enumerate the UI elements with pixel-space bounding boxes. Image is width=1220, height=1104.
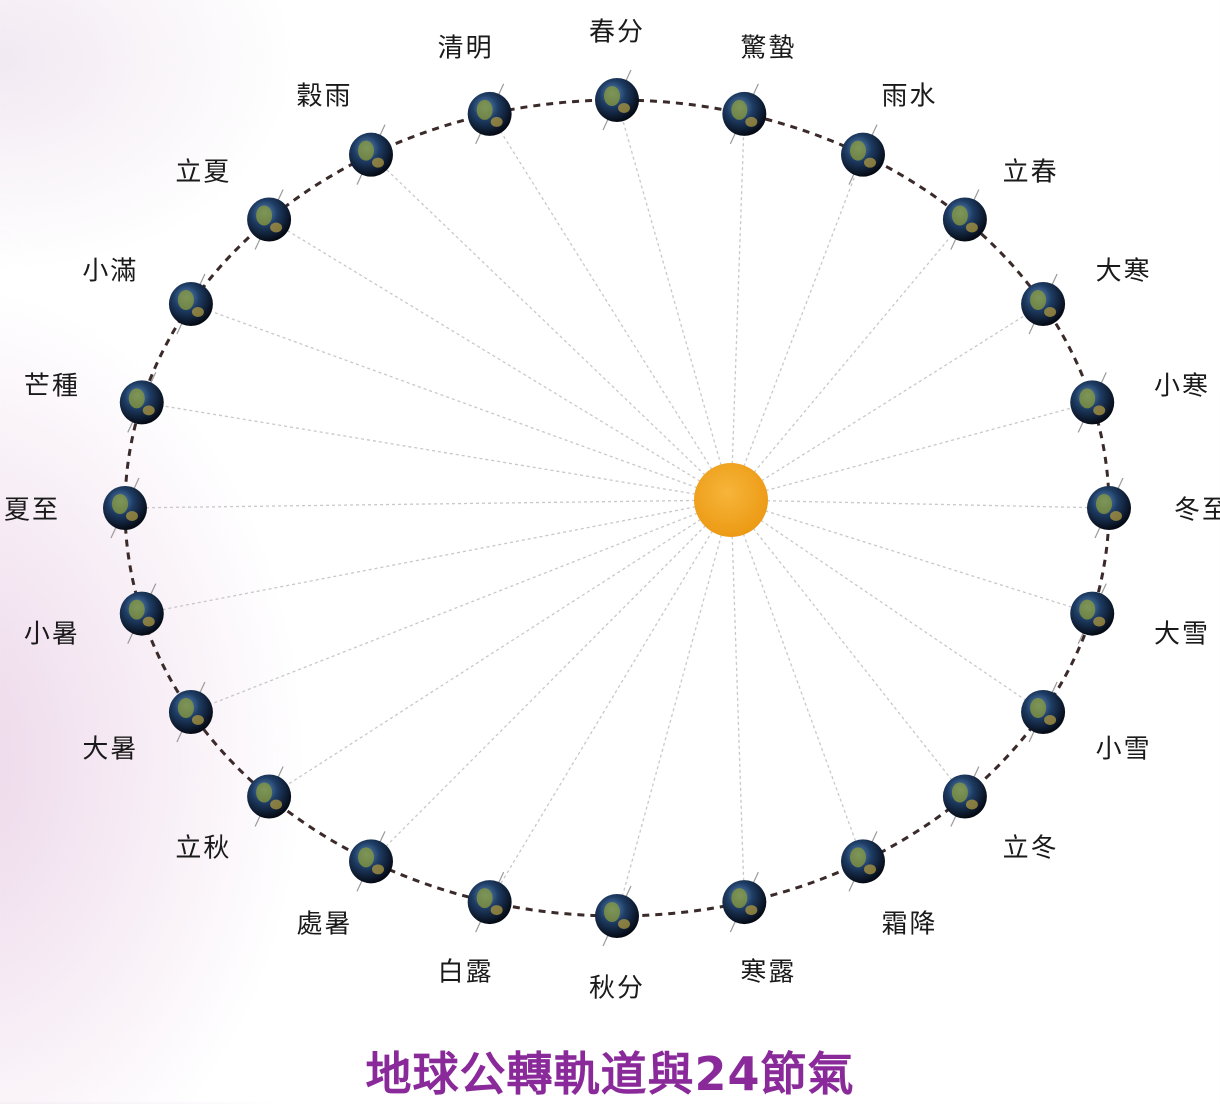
earth-icon	[467, 871, 512, 933]
earth-icon	[942, 189, 987, 250]
earth-positions	[103, 69, 1131, 947]
earth-icon	[722, 83, 767, 145]
sun-ray	[141, 499, 732, 615]
solar-term-label: 小滿	[82, 256, 139, 287]
earth-icon	[595, 69, 639, 131]
earth-icon	[168, 681, 213, 743]
diagram-caption: 地球公轉軌道與24節氣	[365, 1047, 855, 1101]
sun-ray	[190, 499, 732, 713]
earth-icon	[1087, 477, 1131, 539]
solar-term-label: 小寒	[1154, 371, 1211, 402]
earth-icon	[1021, 681, 1066, 743]
solar-term-label: 春分	[588, 17, 646, 48]
earth-icon	[119, 372, 164, 433]
sun-ray	[730, 499, 1044, 713]
sun-ray	[730, 154, 864, 501]
sun-ray	[268, 218, 732, 501]
earth-icon	[1070, 583, 1115, 644]
sun-ray	[489, 113, 732, 501]
sun-ray	[730, 499, 1093, 615]
earth-icon	[595, 885, 639, 947]
solar-term-label: 立春	[1002, 157, 1059, 188]
solar-term-label: 驚蟄	[740, 33, 797, 64]
earth-icon	[722, 871, 767, 933]
solar-term-label: 夏至	[3, 495, 61, 526]
sun-ray	[730, 219, 966, 501]
solar-term-label: 立秋	[175, 833, 232, 864]
sun-ray	[141, 401, 732, 501]
earth-icon	[1070, 372, 1115, 433]
solar-term-label: 白露	[437, 957, 494, 988]
solar-term-label: 處暑	[296, 909, 353, 940]
sun-ray	[730, 401, 1093, 501]
sun-ray	[370, 154, 732, 501]
earth-icon	[467, 83, 512, 145]
earth-icon	[841, 124, 885, 185]
solar-term-label: 大暑	[82, 734, 139, 765]
solar-term-label: 大寒	[1095, 256, 1152, 287]
sun-ray	[730, 499, 966, 797]
earth-icon	[349, 124, 393, 185]
sun-ray	[489, 499, 732, 903]
solar-term-label: 穀雨	[296, 81, 353, 112]
earth-icon	[119, 583, 164, 644]
solar-term-label: 秋分	[588, 973, 646, 1004]
sun-ray	[124, 499, 732, 509]
solar-term-label: 冬至	[1173, 495, 1220, 526]
sun-ray	[616, 99, 732, 501]
earth-icon	[247, 189, 292, 250]
sun-rays	[124, 99, 1110, 917]
sun-ray	[730, 303, 1044, 501]
solar-term-label: 立冬	[1002, 833, 1059, 864]
solar-term-label: 小雪	[1095, 734, 1152, 765]
sun-ray	[730, 499, 745, 903]
sun-ray	[730, 499, 864, 862]
solar-term-label: 清明	[437, 33, 494, 64]
solar-term-label: 大雪	[1154, 619, 1211, 650]
solar-term-label: 霜降	[881, 909, 938, 940]
earth-icon	[168, 273, 213, 335]
solar-term-label: 雨水	[881, 81, 938, 112]
earth-icon	[103, 477, 147, 539]
earth-icon	[247, 766, 292, 827]
solar-term-label: 寒露	[740, 957, 797, 988]
solar-term-label: 芒種	[23, 371, 80, 402]
sun-ray	[268, 499, 732, 798]
sun-ray	[370, 499, 732, 862]
sun-ray	[730, 499, 1110, 509]
earth-icon	[942, 766, 987, 827]
sun-icon	[694, 463, 768, 537]
sun-ray	[730, 113, 745, 501]
solar-term-label: 小暑	[23, 619, 80, 650]
sun-ray	[190, 303, 732, 501]
solar-term-label: 立夏	[175, 157, 232, 188]
earth-icon	[1021, 273, 1066, 335]
earth-icon	[349, 831, 393, 892]
earth-icon	[841, 831, 885, 892]
